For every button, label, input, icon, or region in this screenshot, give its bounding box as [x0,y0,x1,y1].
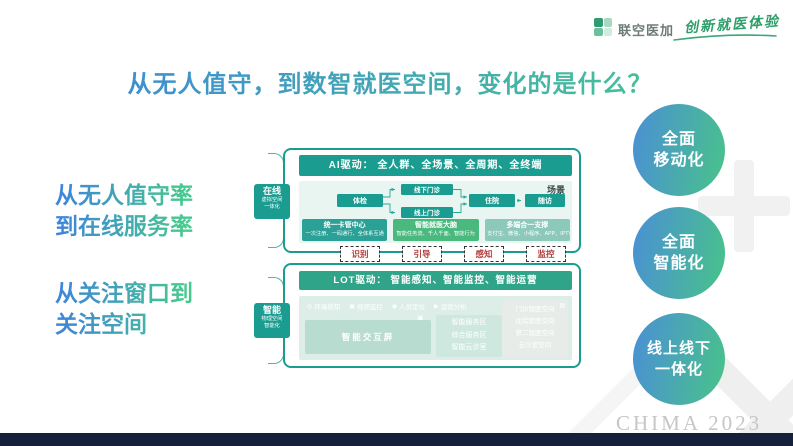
slogan-underline [673,34,777,41]
highlight-circle-integrated: 线上线下 一体化 [633,313,725,405]
online-side-title: 在线 [262,186,281,196]
space-item: 门诊就医空间 [515,306,555,313]
smart-side-label: 智能 物理空间 智能化 [254,303,290,338]
flow-box-offline-clinic [401,184,453,195]
iot-item: ▶ 运营分析 [434,301,467,312]
flow-box-followup [525,194,565,207]
capability-title: 智能就医大脑 [414,222,457,229]
page-title: 从无人值守，到数智就医空间，变化的是什么？ [0,64,780,99]
capability-title: 多端合一支撑 [506,222,549,229]
flow-box-offline-clinic-label: 线下门诊 [414,185,441,194]
brand-grid-icon [594,18,612,36]
ai-banner: AI驱动： 全人群、全场景、全周期、全终端 [299,155,572,176]
highlight-line: 移动化 [653,152,705,169]
online-side-sub: 一体化 [264,204,280,210]
service-zones-block: 智能服务区 综合服务区 智能云诊室 [436,315,502,357]
statement-line: 从无人值守率 [55,182,193,208]
iot-item: ▣ 视频监控 [349,301,383,312]
capability-subtitle: 一次注册、一码通行、全体系互通 [305,231,384,237]
interactive-screen-block: 智能交互屏 [305,320,431,354]
statement-unattended-rate: 从无人值守率 到在线服务率 [55,180,193,242]
tag-sensing: 感知 [464,246,504,262]
person-locating-icon: ◉ [391,303,398,310]
smart-side-sub: 智能化 [264,323,280,329]
highlight-line: 一体化 [654,361,703,378]
iot-item-row: ◎ 环境感知 ▣ 视频监控 ◉ 人员定位 ▶ 运营分析 [307,301,503,312]
highlight-circle-intelligent: 全面 智能化 [633,207,725,299]
highlight-line: 智能化 [653,255,705,272]
online-side-sub: 虚拟空间 [261,197,283,203]
video-monitor-icon: ▣ [349,303,355,310]
smart-side-sub: 物理空间 [261,316,283,322]
space-item: 第二就医空间 [515,330,555,337]
iot-item-label: 视频监控 [356,304,383,311]
flow-box-checkup-label: 体检 [353,196,367,205]
environment-sensing-icon: ◎ [307,303,313,310]
iot-item-label: 运营分析 [440,304,467,311]
highlight-circle-mobile: 全面 移动化 [633,104,725,196]
zone-item: 智能服务区 [451,319,487,326]
statement-line: 从关注窗口到 [55,280,193,306]
iot-panel: ◎ 环境感知 ▣ 视频监控 ◉ 人员定位 ▶ 运营分析 ▣ 智能交互屏 智能服务… [299,296,572,360]
online-side-label: 在线 虚拟空间 一体化 [254,184,290,219]
flow-box-online-clinic [401,207,453,218]
tag-recognition: 识别 [340,246,380,262]
highlight-line: 全面 [661,131,696,148]
space-item: 云诊室空间 [518,342,552,349]
zone-item: 智能云诊室 [451,344,487,351]
footer-bar [0,433,793,446]
tag-monitoring: 监控 [526,246,566,262]
iot-item-label: 人员定位 [399,304,426,311]
highlight-line: 线上线下 [646,340,711,357]
flow-box-inpatient [469,194,515,207]
capability-subtitle: 支付宝、微信、小程序、APP、IPTV [486,231,570,237]
tag-guidance: 引导 [402,246,442,262]
capability-subtitle: 智能任务流、千人千面、智能行为 [396,231,476,237]
flow-box-followup-label: 随访 [538,196,552,205]
smart-side-title: 智能 [262,305,281,315]
statement-line: 关注空间 [55,311,147,337]
space-item: 住院就医空间 [515,318,555,325]
capability-card-brain: 智能就医大脑 智能任务流、千人千面、智能行为 [393,219,479,241]
space-icon: ▤ [559,303,565,309]
capability-row: 统一卡管中心 一次注册、一码通行、全体系互通 智能就医大脑 智能任务流、千人千面… [302,219,570,241]
operation-analysis-icon: ▶ [434,303,439,310]
chima-watermark: CHIMA 2023 [616,411,763,435]
capability-card-unified: 统一卡管中心 一次注册、一码通行、全体系互通 [302,219,388,241]
flow-box-online-clinic-label: 线上门诊 [414,208,441,217]
lot-banner: LOT驱动： 智能感知、智能监控、智能运营 [299,271,572,290]
capability-title: 统一卡管中心 [323,222,366,229]
scene-label: 场景 [546,185,565,195]
flow-box-inpatient-label: 住院 [485,196,499,205]
highlight-line: 全面 [661,234,696,251]
brand-name: 联空医加 [618,23,675,38]
iot-item-label: 环境感知 [314,304,341,311]
care-spaces-block: ▤ 门诊就医空间 住院就医空间 第二就医空间 云诊室空间 [502,300,568,357]
iot-item: ◎ 环境感知 [307,301,341,312]
bg-plus-shape-horizontal [698,196,790,216]
brand-logo: 联空医加 创新就医体验 [594,14,781,39]
patient-flow-diagram: 体检 线下门诊 线上门诊 住院 随访 [337,184,565,218]
capability-card-multiend: 多端合一支撑 支付宝、微信、小程序、APP、IPTV [484,219,570,241]
statement-line: 到在线服务率 [55,213,193,239]
statement-focus-space: 从关注窗口到 关注空间 [55,278,193,340]
iot-item: ◉ 人员定位 [391,301,426,312]
screen-icon: ▣ [417,315,424,322]
flow-box-checkup [337,194,383,207]
zone-item: 综合服务区 [451,331,487,339]
